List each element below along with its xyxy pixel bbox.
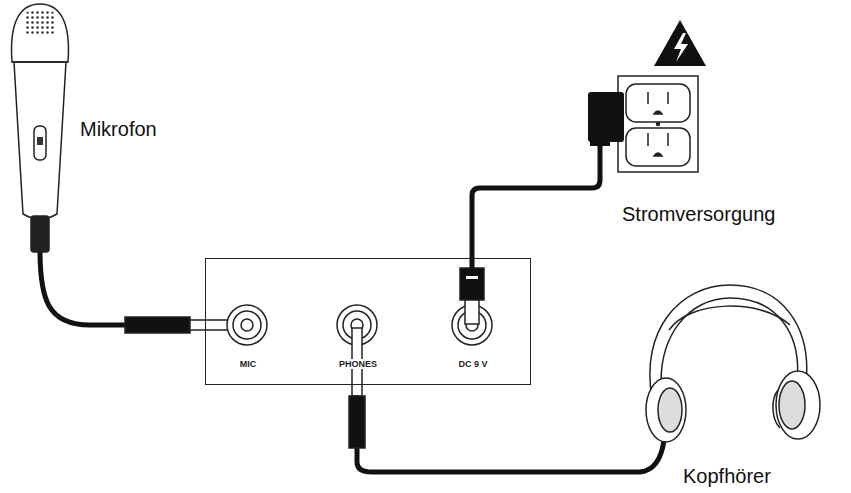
wall-outlet-part	[667, 92, 669, 104]
wall-outlet-part	[647, 92, 649, 104]
wall-outlet-part	[626, 84, 690, 122]
headphones-part	[658, 388, 682, 432]
jack-label: MIC	[238, 359, 259, 369]
part-label: Kopfhörer	[683, 465, 771, 488]
headphones-part	[646, 378, 686, 442]
headphone-cable-part	[349, 396, 365, 448]
power-cable-part	[466, 276, 478, 279]
microphone-part	[12, 4, 69, 62]
microphone	[12, 4, 242, 333]
wall-outlet-part	[654, 111, 662, 114]
wall-outlet	[618, 76, 698, 172]
part-label: Stromversorgung	[622, 203, 775, 226]
warning-sign-part	[654, 20, 706, 66]
jack-part	[241, 319, 253, 331]
wall-outlet-part	[667, 133, 669, 146]
power-adapter-part	[588, 92, 624, 142]
connector-panel: MIC PHONES DC 9 V	[205, 258, 531, 385]
wall-outlet-part	[626, 128, 690, 166]
wall-outlet-part	[618, 76, 698, 172]
part-label: Mikrofon	[80, 118, 157, 141]
power-cable-part	[465, 298, 479, 324]
headphone-cable-part	[357, 440, 664, 472]
microphone-part	[125, 317, 190, 333]
microphone-part	[12, 61, 68, 63]
power-cable-part	[460, 268, 484, 300]
jack-label: PHONES	[337, 359, 379, 369]
wall-outlet-part	[647, 133, 649, 146]
jack-part	[233, 311, 261, 339]
microphone-part	[40, 250, 130, 325]
microphone-part	[34, 126, 46, 160]
headphones-part	[779, 381, 805, 429]
headphone-cable	[349, 328, 664, 472]
warning-sign	[654, 20, 706, 66]
jack-part	[227, 305, 267, 345]
headphones	[646, 285, 820, 442]
jack-label: DC 9 V	[456, 359, 489, 369]
headphones-part	[669, 306, 790, 330]
power-adapter	[588, 92, 624, 146]
power-cable-part	[472, 140, 600, 272]
power-adapter-part	[590, 138, 610, 146]
headphones-part	[776, 371, 820, 439]
microphone-part	[31, 216, 49, 252]
headphones-part	[773, 390, 780, 428]
microphone-part	[24, 10, 56, 35]
microphone-part	[37, 137, 43, 145]
microphone-part	[14, 62, 66, 219]
wall-outlet-part	[654, 153, 662, 156]
power-cable	[460, 140, 600, 324]
wall-outlet-part	[657, 123, 660, 126]
warning-sign-part	[674, 33, 688, 62]
